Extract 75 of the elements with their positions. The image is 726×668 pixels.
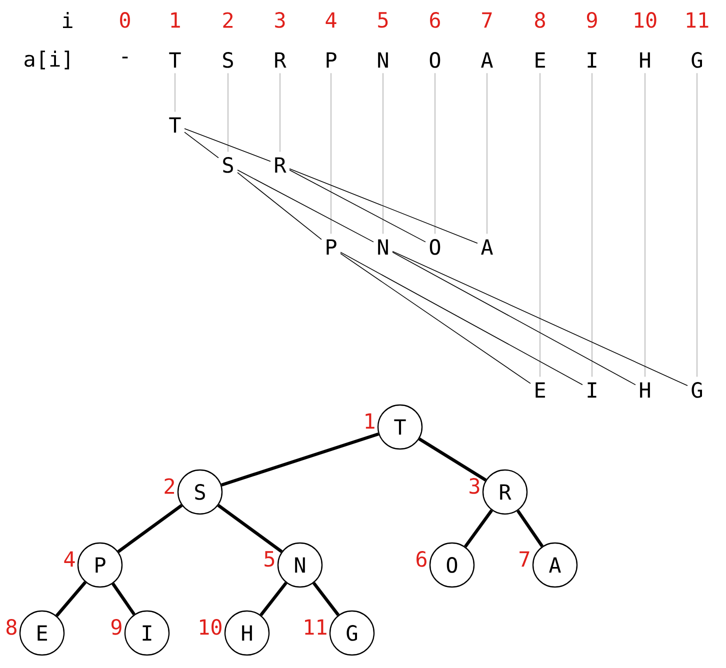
tree-letter: P [326,239,336,255]
row-header: a[i] [24,50,70,70]
index-number: 10 [634,12,656,28]
tree-letter: N [378,239,388,255]
array-entry: P [326,52,336,68]
connector-line [237,170,374,242]
node-index: 11 [305,619,326,635]
connector-line [418,438,487,482]
node-index: 10 [200,619,222,635]
connector-line [312,582,340,616]
tree-letter: H [640,382,650,398]
connector-line [237,172,322,240]
index-number: 6 [430,12,440,28]
array-entry: R [275,52,286,68]
node-index: 2 [164,478,174,494]
array-entry: H [640,52,650,68]
connector-line [516,510,544,548]
connector-line [221,432,379,487]
connector-line [330,72,332,234]
connector-line [434,72,436,234]
connector-line [112,582,136,616]
connector-line [696,72,698,378]
array-entry: I [588,52,596,68]
tree-letter: R [275,157,286,173]
tree-letter: E [536,382,545,398]
connector-line [184,128,271,162]
connector-line [486,72,488,234]
array-entry: T [169,52,181,68]
connector-line [184,132,219,158]
index-number: 11 [686,12,708,28]
connector-line [464,509,494,548]
tree-letter: S [223,157,233,173]
index-number: 5 [378,12,388,28]
array-entry: G [692,52,702,68]
connector-line [260,582,288,616]
connector-line [644,72,646,378]
array-entry: N [378,52,388,68]
connector-line [340,253,531,384]
tree-letter: O [430,239,440,255]
node-index: 8 [6,619,16,635]
connector-line [340,252,583,386]
connector-line [217,504,283,553]
connector-line [289,170,426,242]
node-index: 1 [366,413,374,429]
array-entry: E [536,52,545,68]
array-entry: A [481,52,493,68]
node-index: 9 [111,619,122,635]
connector-line [382,72,384,234]
index-number: 0 [120,12,130,28]
connector-line [392,252,636,386]
connector-line [55,581,87,617]
node-index: 7 [520,551,530,567]
index-number: 8 [535,12,545,28]
connector-line [174,72,176,112]
tree-letter: A [481,239,493,255]
connector-line [117,504,183,553]
index-number: 1 [171,12,180,28]
node-index: 5 [264,551,274,567]
index-number: 3 [275,12,285,28]
index-number: 7 [482,12,492,28]
tree-letter: T [169,117,181,133]
tree-letter: G [692,382,702,398]
array-entry: - [122,56,128,58]
tree-letter: I [588,382,596,398]
node-index: 6 [416,551,426,567]
node-index: 3 [470,478,480,494]
index-number: 4 [326,12,336,28]
node-index: 4 [64,551,75,567]
connector-line [392,250,688,386]
index-number: 9 [586,12,597,28]
row-header: i [62,12,72,28]
array-entry: S [223,52,233,68]
index-number: 2 [223,12,233,28]
array-entry: O [430,52,440,68]
connector-line [289,168,478,244]
